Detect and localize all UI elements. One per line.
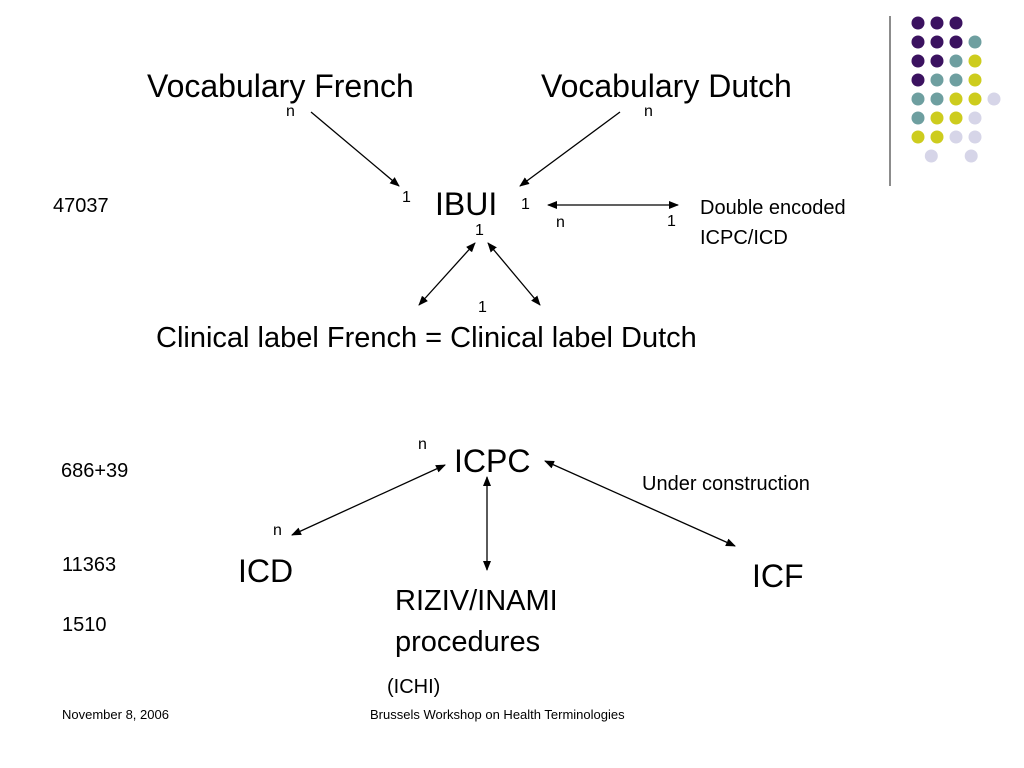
- node-double-encoded-line1: Double encoded: [700, 197, 846, 219]
- decorative-dot: [930, 92, 944, 106]
- cardinality-label: n: [286, 103, 295, 120]
- decorative-dot: [968, 92, 982, 106]
- decorative-dot: [968, 111, 982, 125]
- cardinality-label: n: [644, 103, 653, 120]
- node-icpc: ICPC: [454, 443, 531, 479]
- node-clinical-label: Clinical label French = Clinical label D…: [156, 322, 697, 354]
- decorative-dot: [930, 130, 944, 144]
- decorative-dot: [949, 130, 963, 144]
- decorative-dot: [911, 35, 925, 49]
- decorative-dot: [930, 111, 944, 125]
- decorative-dot: [911, 92, 925, 106]
- node-riziv-line2: procedures: [395, 626, 541, 658]
- decorative-dot: [930, 16, 944, 30]
- decorative-dot: [949, 54, 963, 68]
- decorative-dot: [968, 73, 982, 87]
- decorative-dot: [987, 92, 1001, 106]
- decorative-dot: [968, 130, 982, 144]
- decorative-dot: [949, 92, 963, 106]
- node-vocabulary-french: Vocabulary French: [147, 68, 414, 104]
- cardinality-label: n: [418, 436, 427, 453]
- decorative-dot: [924, 149, 938, 163]
- decorative-dot: [949, 111, 963, 125]
- cardinality-label: 1: [478, 299, 487, 316]
- decorative-dot: [949, 35, 963, 49]
- node-riziv-line1: RIZIV/INAMI: [395, 585, 558, 617]
- decorative-dot-grid: [911, 16, 1001, 163]
- arrow-vocab-french-to-ibui: [310, 111, 400, 187]
- cardinality-label: 1: [667, 213, 676, 230]
- decorative-dot: [930, 54, 944, 68]
- node-ibui: IBUI: [435, 186, 498, 222]
- arrow-ibui-clinical-right: [487, 242, 541, 306]
- arrow-vocab-dutch-to-ibui: [519, 111, 621, 187]
- count-riziv: 1510: [62, 614, 107, 636]
- cardinality-label: n: [273, 522, 282, 539]
- node-icd: ICD: [238, 553, 294, 589]
- count-icpc: 686+39: [61, 460, 129, 482]
- decorative-dot: [949, 16, 963, 30]
- cardinality-label: 1: [402, 189, 411, 206]
- decorative-dot: [964, 149, 978, 163]
- decorative-divider-line: [889, 16, 891, 186]
- decorative-dot: [911, 111, 925, 125]
- arrow-icpc-icd: [291, 464, 446, 536]
- label-under-construction: Under construction: [642, 473, 810, 495]
- decorative-dot: [968, 35, 982, 49]
- node-double-encoded-line2: ICPC/ICD: [700, 227, 788, 249]
- decorative-dot: [911, 16, 925, 30]
- node-icf: ICF: [752, 558, 804, 594]
- cardinality-label: 1: [521, 196, 530, 213]
- decorative-dot: [930, 35, 944, 49]
- decorative-dot: [949, 73, 963, 87]
- footer-title: Brussels Workshop on Health Terminologie…: [370, 707, 625, 722]
- cardinality-label: n: [556, 214, 565, 231]
- cardinality-label: 1: [475, 222, 484, 239]
- arrow-icpc-icf: [544, 460, 736, 547]
- decorative-dot: [911, 73, 925, 87]
- node-vocabulary-dutch: Vocabulary Dutch: [541, 68, 792, 104]
- decorative-dot: [930, 73, 944, 87]
- count-icd: 11363: [62, 554, 117, 576]
- node-ichi: (ICHI): [387, 676, 441, 698]
- decorative-dot: [911, 54, 925, 68]
- decorative-dot: [911, 130, 925, 144]
- arrow-ibui-clinical-left: [418, 242, 476, 306]
- footer-date: November 8, 2006: [62, 707, 169, 722]
- count-ibui: 47037: [53, 195, 109, 217]
- decorative-dot: [968, 54, 982, 68]
